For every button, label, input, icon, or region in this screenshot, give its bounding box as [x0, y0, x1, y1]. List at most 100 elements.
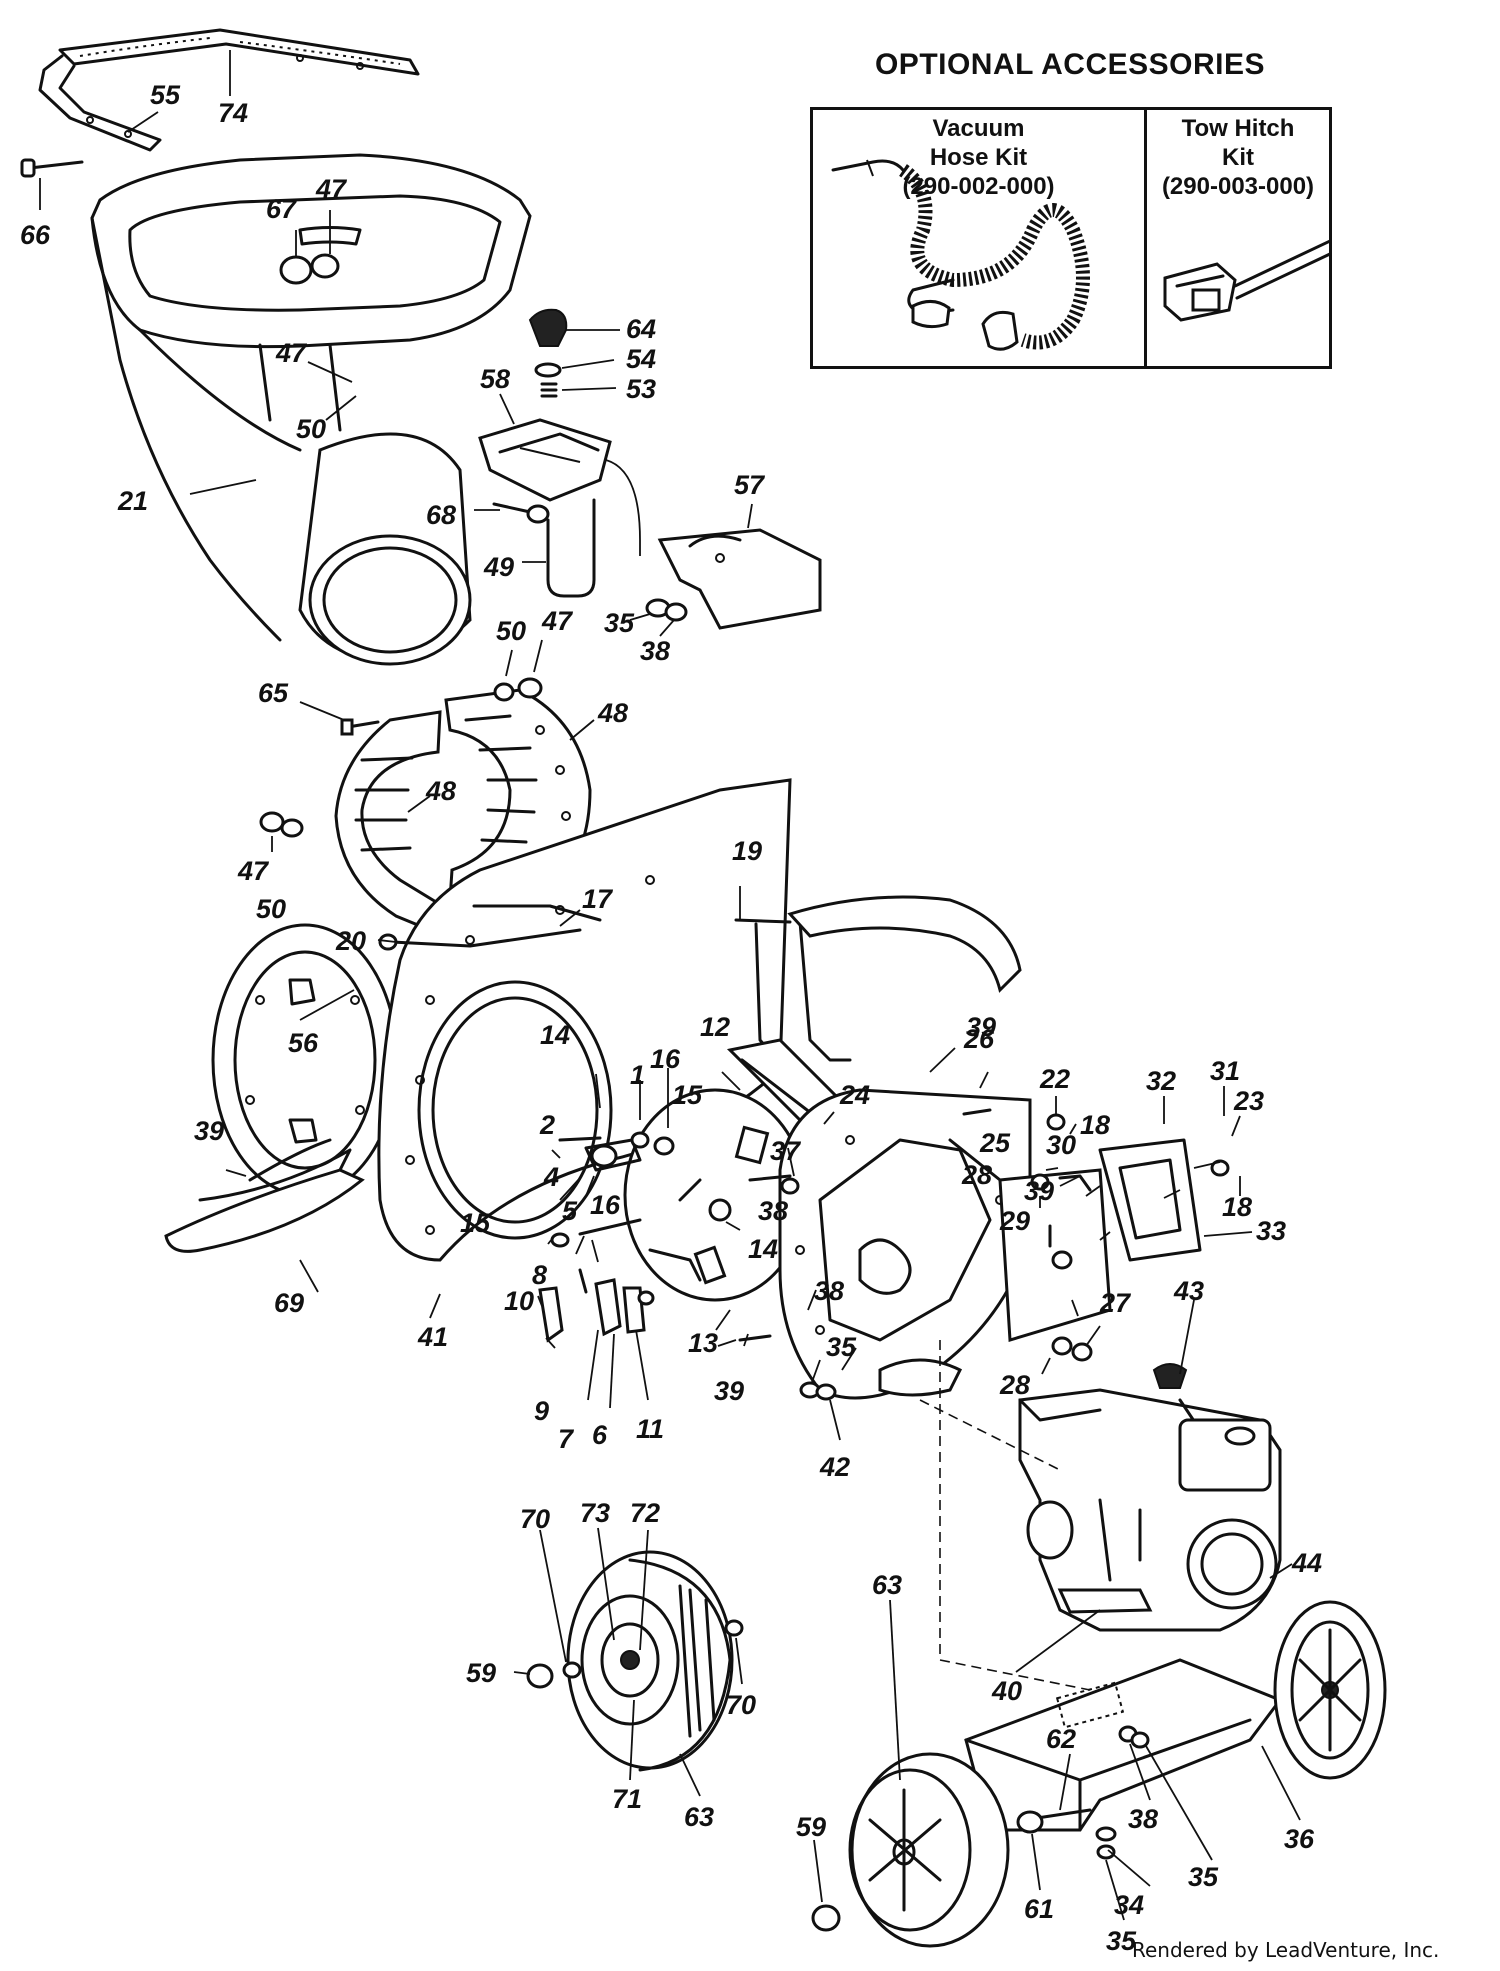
- callout-66: 66: [20, 220, 51, 250]
- callout-12: 12: [700, 1012, 730, 1042]
- callout-65: 65: [258, 678, 289, 708]
- hub-parts-59-70: [526, 1619, 744, 1689]
- callout-14: 14: [540, 1020, 570, 1050]
- callout-67: 67: [266, 194, 298, 224]
- wheel-left-63: [848, 1752, 1010, 1948]
- accessory-vacuum-hose-kit: Vacuum Hose Kit (290-002-000): [813, 110, 1147, 366]
- hardware-1-16: [550, 1131, 675, 1248]
- callout-33: 33: [1256, 1216, 1286, 1246]
- render-credit: Rendered by LeadVenture, Inc.: [1132, 1938, 1440, 1962]
- leader-dashed-1: [605, 459, 641, 556]
- callout-9: 9: [534, 1396, 549, 1426]
- callout-19: 19: [732, 836, 762, 866]
- callout-50: 50: [256, 894, 286, 924]
- handle-74: [38, 28, 420, 152]
- callout-63: 63: [684, 1802, 714, 1832]
- callout-7: 7: [558, 1424, 575, 1454]
- callout-38: 38: [1128, 1804, 1158, 1834]
- callout-71: 71: [612, 1784, 642, 1814]
- callout-35: 35: [1188, 1862, 1219, 1892]
- callout-69: 69: [274, 1288, 304, 1318]
- callout-31: 31: [1210, 1056, 1240, 1086]
- callout-32: 32: [1146, 1066, 1176, 1096]
- callout-8: 8: [532, 1260, 547, 1290]
- callout-54: 54: [626, 344, 656, 374]
- callout-57: 57: [734, 470, 766, 500]
- callout-29: 29: [999, 1206, 1030, 1236]
- engine-44: [1018, 1363, 1282, 1632]
- callout-50: 50: [296, 414, 326, 444]
- leader-lines: [39, 50, 1301, 1921]
- nut-61-59b: [811, 1810, 1044, 1932]
- callout-58: 58: [480, 364, 510, 394]
- callout-36: 36: [1284, 1824, 1315, 1854]
- callout-64: 64: [626, 314, 656, 344]
- callout-5: 5: [562, 1196, 578, 1226]
- accessory-name-line2: Hose Kit: [929, 144, 1028, 171]
- callout-40: 40: [991, 1676, 1022, 1706]
- knob-64: [528, 308, 568, 398]
- accessory-name-line2: Kit: [1222, 144, 1254, 171]
- nuts-35-38a: [645, 598, 688, 622]
- callout-37: 37: [770, 1136, 802, 1166]
- callout-47: 47: [237, 856, 270, 886]
- accessory-tow-hitch-kit: Tow Hitch Kit (290-003-000): [1147, 110, 1329, 366]
- callout-47: 47: [275, 338, 308, 368]
- tow-hitch-icon: [1163, 239, 1329, 322]
- washer-34-35: [1095, 1826, 1117, 1860]
- callout-35: 35: [826, 1332, 857, 1362]
- callout-35: 35: [604, 608, 635, 638]
- callout-15: 15: [672, 1080, 703, 1110]
- callout-56: 56: [288, 1028, 319, 1058]
- callout-44: 44: [1291, 1548, 1322, 1578]
- tire-63: [566, 1550, 734, 1772]
- callout-62: 62: [1046, 1724, 1076, 1754]
- callout-47: 47: [315, 174, 348, 204]
- hardware-27-28: [1048, 1224, 1093, 1362]
- callout-39: 39: [714, 1376, 744, 1406]
- hopper-21: [90, 153, 532, 642]
- callout-63: 63: [872, 1570, 902, 1600]
- housing-48-left: [334, 710, 442, 933]
- knives-6-11: [538, 1268, 655, 1343]
- housing-42: [778, 1088, 1032, 1400]
- callout-26: 26: [963, 1024, 995, 1054]
- callout-59: 59: [796, 1812, 826, 1842]
- callout-70: 70: [726, 1690, 756, 1720]
- accessories-table: Vacuum Hose Kit (290-002-000) Tow Hitch …: [810, 107, 1332, 369]
- callout-50: 50: [496, 616, 526, 646]
- callout-25: 25: [979, 1128, 1011, 1158]
- bolt-65: [340, 718, 380, 736]
- callout-21: 21: [117, 486, 148, 516]
- callout-6: 6: [592, 1420, 608, 1450]
- callout-47: 47: [541, 606, 574, 636]
- rods-17-20: [378, 904, 602, 951]
- callout-18: 18: [1080, 1110, 1110, 1140]
- callout-38: 38: [814, 1276, 844, 1306]
- callout-27: 27: [1099, 1288, 1132, 1318]
- rotor-plate-13: [623, 1088, 807, 1302]
- accessory-part-number: (290-002-000): [902, 173, 1055, 200]
- bolt-66: [20, 158, 84, 178]
- bracket-58: [478, 418, 612, 502]
- callout-38: 38: [640, 636, 670, 666]
- callout-15: 15: [460, 1208, 491, 1238]
- callout-42: 42: [819, 1452, 850, 1482]
- callout-73: 73: [580, 1498, 610, 1528]
- wheel-right: [1273, 1600, 1387, 1780]
- vacuum-hose-icon: [831, 159, 1090, 351]
- callout-labels: 74 55 66 67 47 47 50 21 64 54 53 58 68 4…: [20, 80, 1322, 1956]
- accessory-name: Vacuum: [932, 115, 1025, 142]
- callout-39: 39: [194, 1116, 224, 1146]
- callout-49: 49: [483, 552, 514, 582]
- callout-48: 48: [597, 698, 628, 728]
- callout-4: 4: [543, 1162, 559, 1192]
- hopper-chute: [298, 432, 472, 666]
- callout-34: 34: [1114, 1890, 1144, 1920]
- callout-53: 53: [626, 374, 656, 404]
- callout-72: 72: [630, 1498, 660, 1528]
- callout-41: 41: [417, 1322, 448, 1352]
- callout-23: 23: [1233, 1086, 1264, 1116]
- callout-13: 13: [688, 1328, 718, 1358]
